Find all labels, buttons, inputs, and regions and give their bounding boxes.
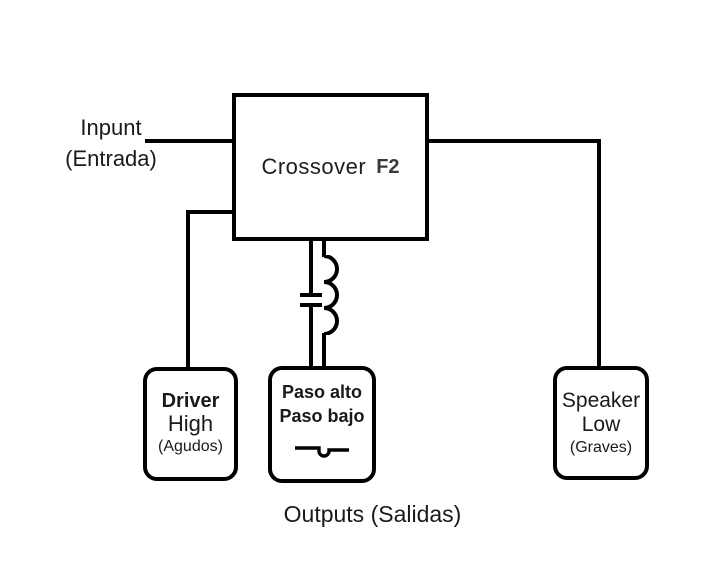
driver-box-translation: (Agudos) xyxy=(158,437,223,455)
crossover-badge: F2 xyxy=(376,155,400,178)
driver-wire-vertical xyxy=(186,210,190,367)
driver-wire-horizontal xyxy=(186,210,233,214)
speaker-wire-vertical xyxy=(597,139,601,367)
driver-high-box: Driver High (Agudos) xyxy=(143,367,238,481)
speaker-wire-horizontal xyxy=(428,139,601,143)
input-wire xyxy=(145,139,233,143)
capacitor-icon xyxy=(300,303,322,307)
passband-highpass-label: Paso alto xyxy=(281,382,363,402)
speaker-box-translation: (Graves) xyxy=(569,438,633,456)
input-label-es: (Entrada) xyxy=(65,146,157,171)
driver-box-subtitle: High xyxy=(167,410,214,436)
capacitor-wire-lower xyxy=(309,307,313,367)
passband-lowpass-label: Paso bajo xyxy=(279,406,365,426)
input-label: Inpunt (Entrada) xyxy=(38,112,184,174)
inductor-wire-lower xyxy=(322,333,326,367)
step-jumper-icon xyxy=(294,428,350,465)
inductor-wire-upper xyxy=(322,239,326,257)
capacitor-icon xyxy=(300,293,322,297)
driver-box-title: Driver xyxy=(161,389,220,412)
outputs-caption: Outputs (Salidas) xyxy=(283,501,462,527)
passband-filter-box: Paso alto Paso bajo xyxy=(268,366,376,483)
inductor-coil-icon xyxy=(322,254,340,336)
speaker-box-title: Speaker xyxy=(561,388,641,412)
speaker-box-subtitle: Low xyxy=(581,412,621,436)
crossover-box: Crossover F2 xyxy=(232,93,429,241)
speaker-low-box: Speaker Low (Graves) xyxy=(553,366,649,480)
crossover-title: Crossover xyxy=(261,154,367,179)
input-label-en: Inpunt xyxy=(80,115,142,140)
capacitor-wire-upper xyxy=(309,239,313,294)
